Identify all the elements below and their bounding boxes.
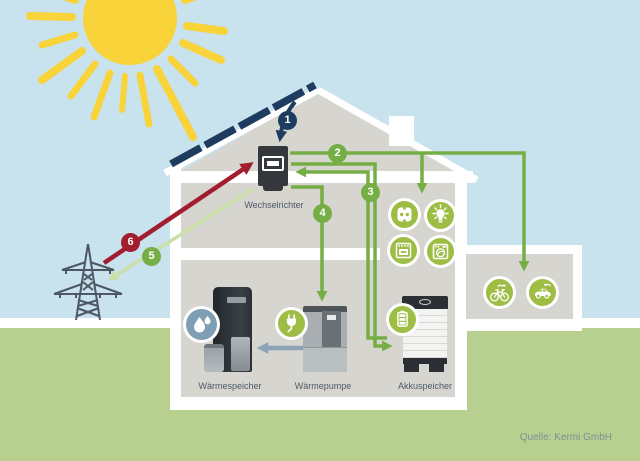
- feed-in-to-grid-line: [107, 187, 254, 281]
- battery-charge-line: [291, 162, 393, 352]
- flow-badge-6: 6: [121, 233, 140, 252]
- sun-icon: [26, 0, 228, 141]
- battery-base: [403, 358, 447, 364]
- e-car-icon: [526, 276, 559, 309]
- inverter-label: Wechselrichter: [244, 200, 304, 210]
- oven-icon: [387, 234, 420, 267]
- inverter-foot: [263, 186, 283, 191]
- inverter-display: [262, 156, 284, 171]
- heat-drops-icon: [183, 306, 220, 343]
- battery-foot-left: [404, 358, 419, 372]
- battery-icon: [386, 303, 419, 336]
- flow-badge-2: 2: [328, 144, 347, 163]
- heat-pump-label: Wärmepumpe: [294, 381, 352, 391]
- power-plug-icon: [275, 307, 308, 340]
- heat-pump-panel: [322, 311, 341, 347]
- heat-storage-label: Wärmespeicher: [198, 381, 262, 391]
- power-pylon-icon: [53, 243, 123, 321]
- battery-label: Akkuspeicher: [397, 381, 453, 391]
- roof-right: [316, 86, 479, 184]
- upper-floor: [181, 248, 380, 260]
- inverter-to-garage-line: [290, 151, 530, 272]
- solar-panel: [169, 81, 317, 168]
- inverter-display-inner: [267, 161, 279, 166]
- heat-storage-plate: [227, 297, 246, 303]
- flow-badge-5: 5: [142, 247, 161, 266]
- washing-machine-icon: [424, 235, 457, 268]
- house-base: [170, 397, 467, 410]
- battery-discharge-line: [295, 166, 387, 340]
- flow-badge-4: 4: [313, 204, 332, 223]
- inverter-to-heatpump-line: [291, 185, 328, 302]
- heat-pump-lower: [303, 347, 347, 372]
- light-bulb-icon: [424, 199, 457, 232]
- flow-lines: [102, 100, 530, 354]
- power-socket-icon: [388, 198, 421, 231]
- e-bike-icon: [483, 276, 516, 309]
- source-credit: Quelle: Kermi GmbH: [519, 432, 612, 443]
- attic-interior: [174, 92, 473, 181]
- left-wall: [170, 168, 181, 410]
- battery-foot-right: [429, 358, 444, 372]
- heat-storage-box: [204, 344, 224, 372]
- attic-floor: [181, 171, 473, 183]
- heat-pump-display: [327, 315, 336, 320]
- flow-badge-1: 1: [278, 111, 297, 130]
- heat-storage-panel: [231, 337, 250, 371]
- battery-logo: [419, 299, 431, 305]
- flow-badge-3: 3: [361, 183, 380, 202]
